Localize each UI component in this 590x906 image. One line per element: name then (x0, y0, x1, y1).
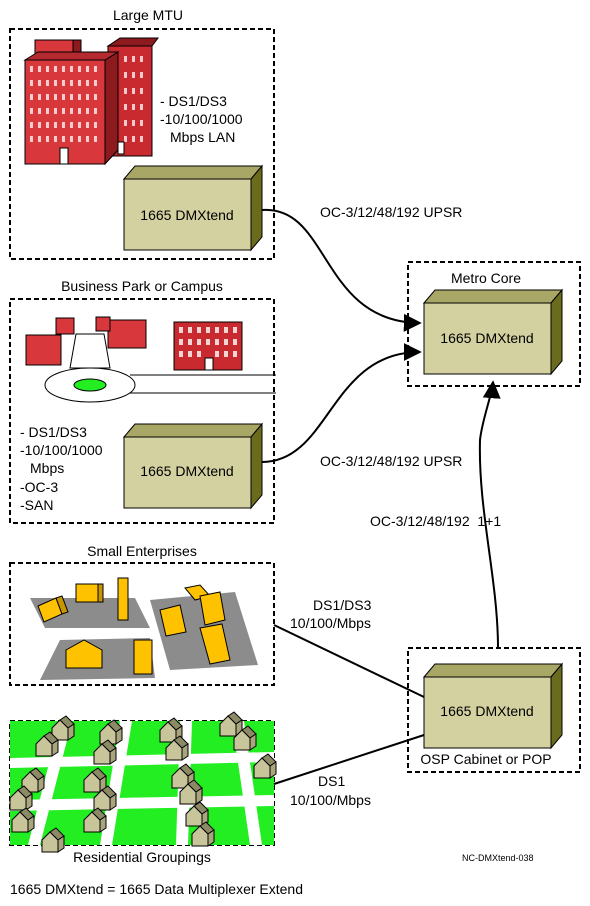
large-mtu-service-3: Mbps LAN (170, 129, 235, 145)
campus-device-label: 1665 DMXtend (140, 463, 233, 479)
core-device-box: 1665 DMXtend (422, 288, 564, 376)
business-park-service-2: -10/100/1000 (20, 442, 103, 458)
campus-building-icon (173, 321, 243, 371)
metro-core-group: Metro Core 1665 DMXtend (407, 261, 581, 387)
large-mtu-group: Large MTU (9, 7, 275, 260)
mtu-device-label: 1665 DMXtend (140, 207, 233, 223)
large-mtu-title: Large MTU (113, 7, 183, 23)
business-park-title: Business Park or Campus (61, 278, 223, 294)
campus-scene-icon (25, 316, 276, 403)
link-residential-to-osp (273, 734, 425, 785)
business-park-service-1: - DS1/DS3 (20, 424, 87, 440)
link-label-campus-core: OC-3/12/48/192 UPSR (320, 453, 462, 469)
link-enterprise-to-osp (273, 624, 425, 698)
mtu-device-box: 1665 DMXtend (122, 164, 264, 252)
link-label-osp-core: OC-3/12/48/192 1+1 (370, 513, 501, 529)
business-park-boundary (9, 298, 275, 524)
large-mtu-boundary (9, 28, 275, 260)
link-osp-to-core (478, 380, 501, 649)
large-mtu-service-1: - DS1/DS3 (160, 93, 227, 109)
figure-id: NC-DMXtend-038 (462, 853, 534, 863)
link-mtu-to-core (261, 208, 422, 332)
link-label-enterprise-1: DS1/DS3 (313, 597, 372, 613)
residential-group: Residential Groupings (9, 711, 277, 865)
business-park-service-3: Mbps (30, 460, 64, 476)
link-label-enterprise-2: 10/100/Mbps (290, 615, 371, 631)
link-campus-to-core (261, 343, 422, 463)
osp-cabinet-boundary (407, 647, 581, 773)
enterprise-lots-icon (30, 577, 258, 680)
link-label-mtu-core: OC-3/12/48/192 UPSR (320, 204, 462, 220)
core-device-label: 1665 DMXtend (440, 330, 533, 346)
business-park-service-5: -SAN (20, 497, 53, 513)
osp-device-box: 1665 DMXtend (422, 662, 564, 750)
metro-core-title: Metro Core (451, 270, 521, 286)
campus-device-box: 1665 DMXtend (122, 422, 264, 510)
small-enterprises-title: Small Enterprises (87, 543, 197, 559)
large-mtu-service-2: -10/100/1000 (160, 111, 243, 127)
link-label-residential-2: 10/100/Mbps (290, 792, 371, 808)
residential-title: Residential Groupings (73, 849, 211, 865)
link-label-residential-1: DS1 (318, 773, 345, 789)
small-enterprises-group: Small Enterprises (9, 543, 275, 686)
residential-grid-icon (9, 711, 277, 853)
business-park-service-4: -OC-3 (20, 479, 58, 495)
tower-building-icon (23, 37, 159, 166)
osp-device-label: 1665 DMXtend (440, 703, 533, 719)
links (261, 208, 501, 785)
osp-cabinet-group: 1665 DMXtend OSP Cabinet or POP (407, 647, 581, 773)
small-enterprises-boundary (9, 562, 275, 686)
osp-cabinet-title: OSP Cabinet or POP (420, 751, 551, 767)
business-park-group: Business Park or Campus - DS1/DS3 -1 (9, 278, 276, 524)
footnote: 1665 DMXtend = 1665 Data Multiplexer Ext… (10, 881, 303, 897)
